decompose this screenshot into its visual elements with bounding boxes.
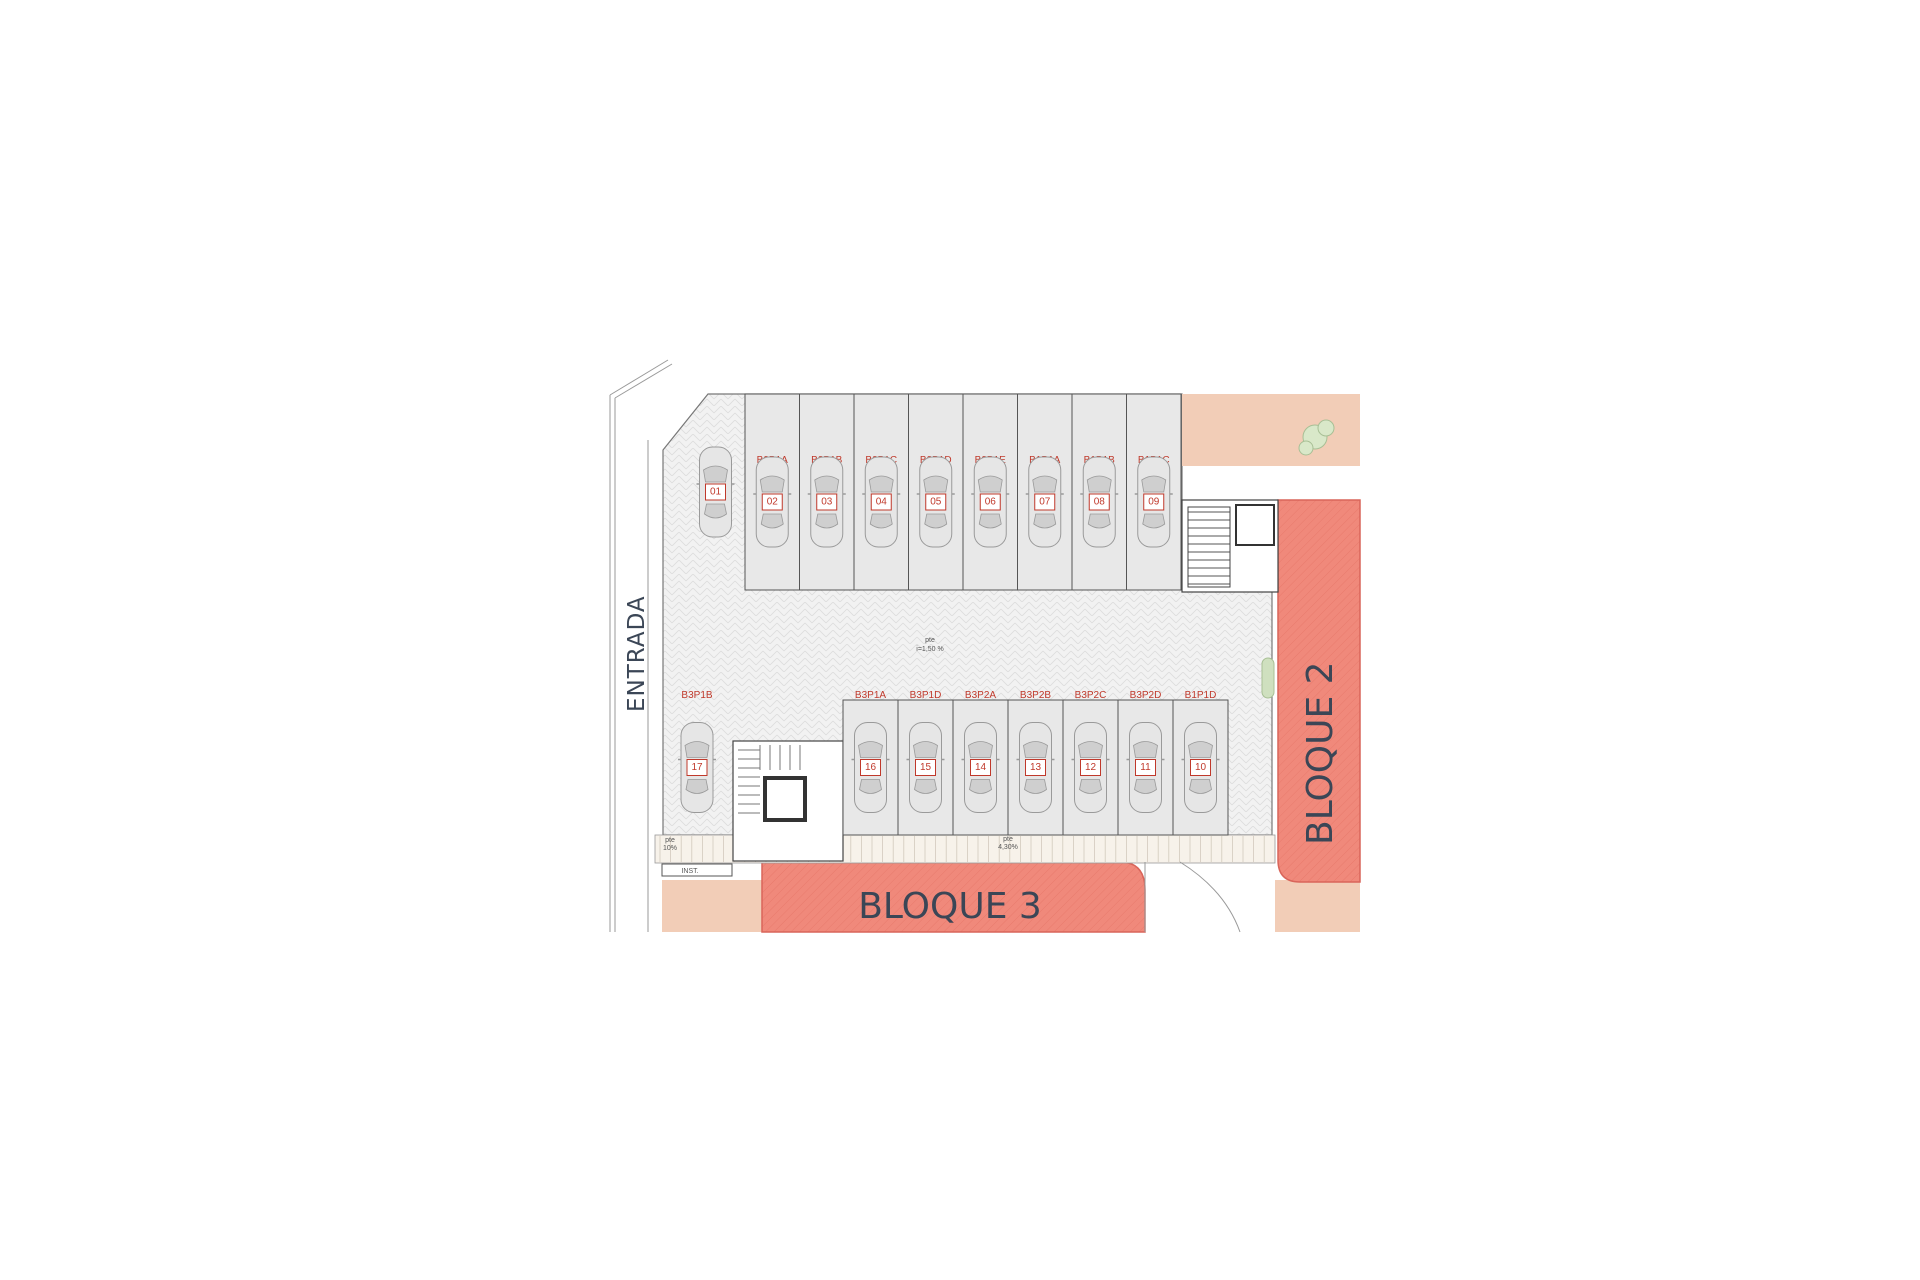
number-box: [1190, 759, 1211, 776]
block-3: BLOQUE 3: [761, 861, 1146, 933]
number-box: [1143, 493, 1165, 511]
top-number-label: 09: [1148, 497, 1160, 508]
side-space[interactable]: B3P1B 17: [672, 690, 722, 835]
number-box: [816, 493, 838, 511]
staircase-icon: [1187, 506, 1231, 588]
block-2: BLOQUE 2: [1277, 499, 1361, 883]
bottom-code-label: B3P1D: [910, 690, 942, 701]
number-box: [979, 493, 1001, 511]
entrance-road: [609, 359, 673, 932]
top-first-number-label: 01: [710, 487, 722, 498]
top-number-label: 04: [876, 497, 888, 508]
top-number-label: 05: [930, 497, 942, 508]
garden-bottom-left: [662, 880, 762, 932]
bottom-space[interactable]: B3P1D 15: [897, 690, 954, 836]
side-code-label: B3P1B: [681, 690, 712, 701]
number-box: [1034, 493, 1056, 511]
number-box: [1080, 759, 1101, 776]
slope-left-value: 10%: [663, 845, 677, 852]
slope-main-value: i=1,50 %: [916, 646, 943, 653]
top-number-label: 07: [1039, 497, 1051, 508]
bottom-code-label: B3P2C: [1075, 690, 1107, 701]
top-space[interactable]: B1P1B08: [1071, 393, 1127, 591]
bottom-space[interactable]: B3P2C 12: [1062, 690, 1119, 836]
stair-core-top: [1181, 499, 1279, 593]
bottom-number-label: 16: [865, 762, 877, 773]
top-space[interactable]: B1P1C09: [1126, 393, 1182, 591]
number-box: [1025, 759, 1046, 776]
top-number-label: 08: [1094, 497, 1106, 508]
slope-bottom-value: 4,30%: [998, 844, 1018, 851]
number-box: [925, 493, 947, 511]
top-space[interactable]: B2P1E06: [962, 393, 1018, 591]
bottom-space[interactable]: B1P1D 10: [1172, 690, 1229, 836]
number-box: [1135, 759, 1156, 776]
top-space[interactable]: B2P1B03: [799, 393, 855, 591]
block-2-label: BLOQUE 2: [1300, 661, 1341, 845]
bottom-number-label: 13: [1030, 762, 1042, 773]
bottom-number-label: 14: [975, 762, 987, 773]
bottom-number-label: 12: [1085, 762, 1097, 773]
bottom-space[interactable]: B3P2A 14: [952, 690, 1009, 836]
elevator-icon: [763, 776, 807, 822]
bottom-code-label: B1P1D: [1185, 690, 1217, 701]
staircase-icon: [738, 745, 801, 814]
car-icon: [1071, 722, 1110, 813]
top-number-label: 02: [767, 497, 779, 508]
top-first-space[interactable]: B3P1C01: [688, 394, 743, 590]
tree-icon: [1298, 419, 1335, 456]
parking-spaces: B3P1C01B2P1A02B2P1B03B2P1C04B2P1D05B2P1E…: [672, 393, 1229, 836]
bottom-space[interactable]: B3P2B 13: [1007, 690, 1064, 836]
top-space[interactable]: B2P1D05: [908, 393, 964, 591]
hedge-icon: [1261, 657, 1275, 699]
number-box: [860, 759, 881, 776]
garden-bottom-right: [1275, 880, 1360, 932]
side-number-label: 17: [691, 762, 703, 773]
number-box: [686, 759, 708, 776]
installations-label: INST.: [681, 868, 698, 875]
bottom-code-label: B3P2A: [965, 690, 996, 701]
entrance-label: ENTRADA: [624, 595, 650, 712]
top-space[interactable]: B2P1C04: [853, 393, 909, 591]
bottom-code-label: B3P2D: [1130, 690, 1162, 701]
bottom-number-label: 10: [1195, 762, 1207, 773]
stair-core-bottom: [732, 740, 844, 862]
bottom-code-label: B3P2B: [1020, 690, 1051, 701]
bottom-number-label: 15: [920, 762, 932, 773]
bottom-space[interactable]: B3P1A 16: [842, 690, 899, 836]
bottom-number-label: 11: [1140, 762, 1151, 773]
slope-bottom-label: pte: [1003, 836, 1013, 843]
top-space[interactable]: B2P1A02: [744, 393, 800, 591]
number-box: [761, 493, 783, 511]
slope-left-label: pte: [665, 837, 675, 844]
slope-main-label: pte: [925, 637, 935, 644]
elevator-icon: [1235, 504, 1275, 546]
number-box: [870, 493, 892, 511]
installations-room: [661, 863, 733, 877]
number-box: [970, 759, 991, 776]
bottom-code-label: B3P1A: [855, 690, 886, 701]
block-3-label: BLOQUE 3: [858, 886, 1042, 927]
top-number-label: 06: [985, 497, 997, 508]
number-box: [915, 759, 936, 776]
number-box: [705, 483, 726, 501]
bottom-space[interactable]: B3P2D 11: [1117, 690, 1174, 836]
number-box: [1088, 493, 1110, 511]
top-number-label: 03: [821, 497, 833, 508]
top-space[interactable]: B1P1A07: [1017, 393, 1073, 591]
